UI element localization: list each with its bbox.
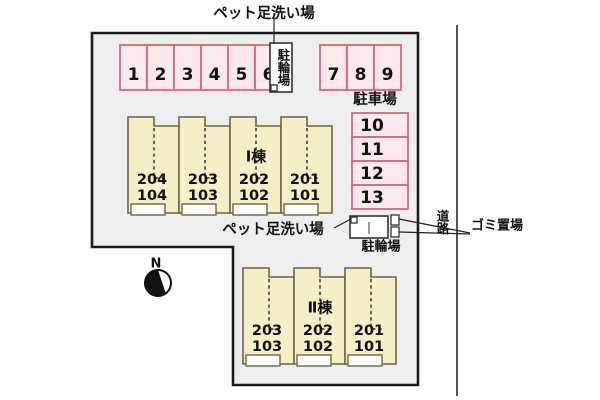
building-2-balcony [347,354,383,367]
parking-stall-label: 3 [182,65,194,85]
pet-wash-bottom-label: ペット足洗い場 [222,220,324,238]
car-parking-label: 駐車場 [353,90,397,108]
pet-wash-point-bottom[interactable] [350,216,358,224]
building-2-partition [319,279,332,330]
bicycle-parking-top-label: 駐輪場 [276,47,291,86]
parking-stall-label: 2 [155,65,167,85]
building-2-unit-lower: 102 [303,339,333,355]
parking-row-top-left: 1 2 3 4 5 6 [119,44,283,91]
parking-stall-label: 5 [236,65,248,85]
parking-stall[interactable] [351,136,409,162]
parking-stall-label: 9 [382,65,394,85]
parking-stall-label: 6 [263,65,275,85]
bicycle-parking-bottom-label: 駐輪場 [361,239,400,255]
building-1: Ⅰ棟 204 104 203 103 202 102 201 101 [127,116,333,216]
building-1-unit-upper: 204 [137,172,167,188]
compass-north-label: N [151,257,162,272]
building-2-name: Ⅱ棟 [308,299,334,317]
parking-stall[interactable] [351,112,409,138]
parking-stall[interactable] [200,44,229,91]
parking-stall-label: 11 [360,140,384,160]
building-1-balcony [181,203,217,216]
garbage-leader [398,231,471,235]
building-1-unit-lower: 101 [290,188,320,204]
parking-column-right: 10 11 12 13 [351,112,409,210]
compass-north-indicator: N [144,257,172,297]
garbage-label: ゴミ置場 [471,218,523,234]
pet-wash-top-label: ペット足洗い場 [213,4,315,22]
building-2-unit-upper: 202 [303,323,333,339]
building-1-unit-upper: 201 [290,172,320,188]
building-1-unit-lower: 102 [239,188,269,204]
building-2-partition [268,279,281,330]
pet-wash-bottom-leader [333,218,352,229]
parking-stall-label: 10 [360,116,384,136]
parking-stall[interactable] [119,44,148,91]
building-1-partition [306,128,319,179]
building-1-balcony [283,203,319,216]
bicycle-parking-bottom[interactable] [349,215,389,239]
building-2-balcony [296,354,332,367]
parking-stall-label: 4 [209,65,221,85]
building-1-unit-upper: 202 [239,172,269,188]
building-1-unit-lower: 104 [137,188,167,204]
building-1-partition [204,128,217,179]
parking-stall-label: 8 [355,65,367,85]
parking-stall[interactable] [373,44,402,91]
parking-stall[interactable] [351,184,409,210]
building-1-unit-upper: 203 [188,172,218,188]
building-1-name: Ⅰ棟 [246,148,268,166]
building-2-unit[interactable] [344,267,397,365]
building-2-partition [370,279,383,330]
parking-stall-label: 12 [360,164,384,184]
building-1-unit-lower: 103 [188,188,218,204]
parking-stall-label: 7 [328,65,340,85]
building-2-unit-upper: 201 [354,323,384,339]
pet-wash-point-top[interactable] [270,84,278,92]
building-2-unit-lower: 103 [252,339,282,355]
building-2-balcony [245,354,281,367]
road-label: 道路 [435,209,450,236]
parking-stall[interactable] [173,44,202,91]
parking-stall-label: 13 [360,188,384,208]
garbage-leader [398,218,471,234]
bicycle-parking-top[interactable]: 駐輪場 [269,42,293,93]
parking-stall[interactable] [346,44,375,91]
building-2: Ⅱ棟 203 103 202 102 201 101 [242,267,397,367]
building-1-balcony [130,203,166,216]
building-1-unit[interactable] [280,116,333,214]
building-2-unit-upper: 203 [252,323,282,339]
parking-stall-label: 1 [128,65,140,85]
building-1-balcony [232,203,268,216]
building-2-unit-lower: 101 [354,339,384,355]
building-1-partition [153,128,166,179]
parking-row-top-right: 7 8 9 [319,44,402,91]
garbage-area[interactable] [390,214,471,238]
building-1-partition [255,128,268,179]
